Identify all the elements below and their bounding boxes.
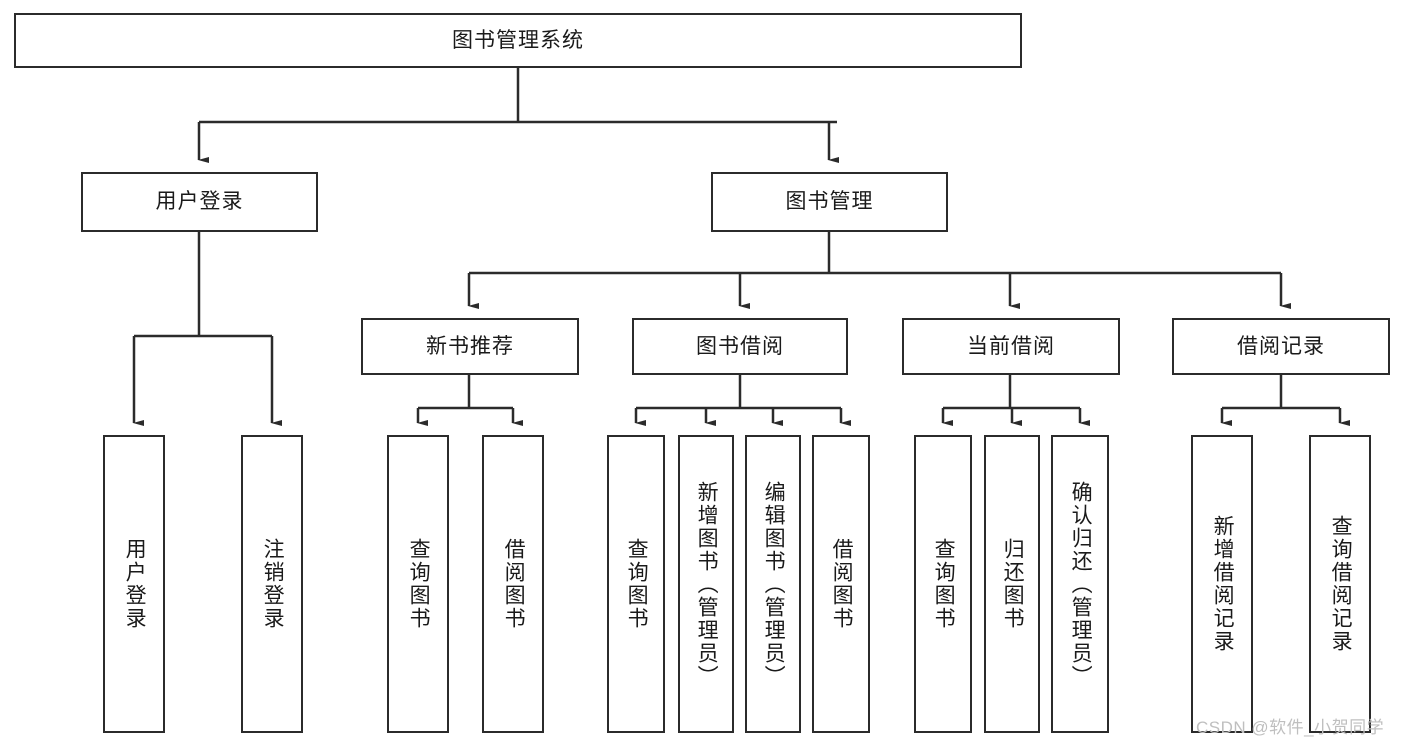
node-book-borrow-label: 图书借阅	[696, 334, 784, 358]
leaf-node[interactable]: 新增图书（管理员）	[678, 435, 734, 733]
node-user-login-label: 用户登录	[155, 190, 244, 214]
node-new-book-recommend-label: 新书推荐	[426, 334, 514, 358]
leaf-node-label: 借阅图书	[830, 538, 854, 630]
node-book-management-label: 图书管理	[785, 190, 874, 214]
node-root[interactable]: 图书管理系统	[14, 13, 1022, 68]
leaf-node-label: 确认归还（管理员）	[1069, 480, 1093, 688]
leaf-node[interactable]: 新增借阅记录	[1191, 435, 1253, 733]
leaf-node[interactable]: 注销登录	[241, 435, 303, 733]
leaf-node[interactable]: 查询图书	[387, 435, 449, 733]
leaf-node[interactable]: 查询图书	[914, 435, 972, 733]
node-root-label: 图书管理系统	[452, 28, 584, 52]
node-book-borrow[interactable]: 图书借阅	[632, 318, 848, 375]
leaf-node-label: 编辑图书（管理员）	[762, 480, 786, 688]
leaf-node-label: 归还图书	[1001, 538, 1025, 630]
leaf-node[interactable]: 编辑图书（管理员）	[745, 435, 801, 733]
node-book-management[interactable]: 图书管理	[711, 172, 948, 232]
leaf-node-label: 查询图书	[407, 538, 431, 630]
leaf-node[interactable]: 确认归还（管理员）	[1051, 435, 1109, 733]
leaf-node[interactable]: 查询借阅记录	[1309, 435, 1371, 733]
leaf-node[interactable]: 借阅图书	[482, 435, 544, 733]
leaf-node[interactable]: 借阅图书	[812, 435, 870, 733]
node-user-login[interactable]: 用户登录	[81, 172, 318, 232]
leaf-node-label: 查询图书	[625, 538, 649, 630]
leaf-node[interactable]: 查询图书	[607, 435, 665, 733]
leaf-node-label: 用户登录	[123, 538, 147, 630]
node-new-book-recommend[interactable]: 新书推荐	[361, 318, 579, 375]
leaf-node-label: 查询图书	[932, 538, 956, 630]
leaf-node-label: 新增图书（管理员）	[695, 480, 719, 688]
leaf-node[interactable]: 归还图书	[984, 435, 1040, 733]
node-borrow-record[interactable]: 借阅记录	[1172, 318, 1390, 375]
node-current-borrow-label: 当前借阅	[967, 334, 1055, 358]
node-current-borrow[interactable]: 当前借阅	[902, 318, 1120, 375]
leaf-node[interactable]: 用户登录	[103, 435, 165, 733]
leaf-node-label: 借阅图书	[502, 538, 526, 630]
leaf-node-label: 注销登录	[261, 538, 285, 630]
leaf-node-label: 查询借阅记录	[1329, 515, 1353, 653]
leaf-node-label: 新增借阅记录	[1211, 515, 1235, 653]
node-borrow-record-label: 借阅记录	[1237, 334, 1325, 358]
